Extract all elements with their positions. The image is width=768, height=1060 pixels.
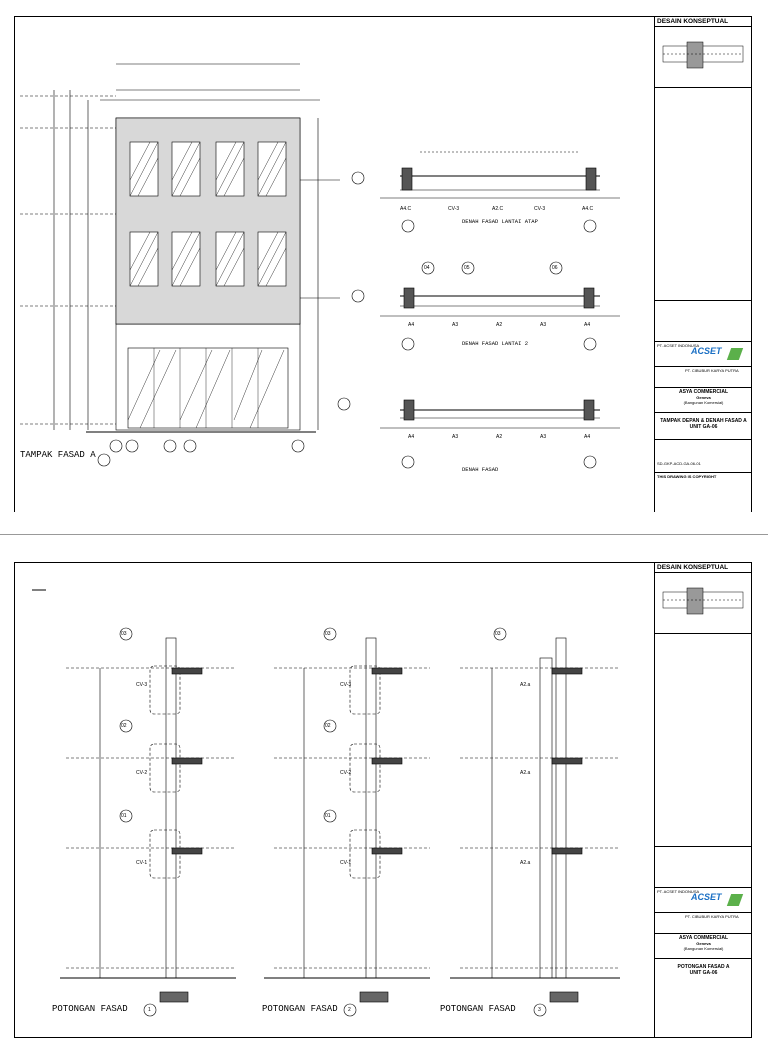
elevation-drawing [20, 63, 620, 469]
detail-bubble-label: 02 [325, 723, 331, 729]
key-plan-icon [662, 41, 744, 69]
section-code: A2.a [520, 860, 531, 866]
project-name: ASYA COMMERCIAL [678, 935, 729, 941]
contractor-block: PT. ACSET INDONUSA ACSET [655, 342, 752, 367]
project-sub2: (Bangunan Komersial) [683, 400, 724, 405]
key-plan [655, 573, 752, 634]
contractor-block: PT. ACSET INDONUSA ACSET [655, 888, 752, 913]
section-code: CV-2 [340, 770, 352, 776]
plan-code: CV-3 [448, 206, 460, 212]
detail-bubble-label: 03 [495, 631, 501, 637]
contractor-label: PT. ACSET INDONUSA [657, 343, 700, 348]
architect-info [655, 847, 752, 888]
key-plan [655, 27, 752, 88]
consultant-label: PT. CIBUBUR KARYA PUTRA [685, 368, 739, 373]
detail-bubble-label: 06 [552, 265, 558, 271]
section-code: CV-3 [136, 682, 148, 688]
detail-bubble-label: 01 [121, 813, 127, 819]
section-number-1: 1 [148, 1007, 151, 1013]
title-block: DESAIN KONSEPTUAL PT. ACSET INDONUSA ACS… [654, 16, 752, 512]
project-block: ASYA COMMERCIAL Geneva (Bangunan Komersi… [655, 388, 752, 413]
plan-code: A3 [540, 434, 547, 440]
section-title-3: POTONGAN FASAD [440, 1004, 516, 1014]
drawing-meta: SD-GKP-ACD-GA-06-01 [655, 440, 752, 473]
drawing-sub: UNIT GA-06 [689, 424, 718, 430]
section-drawing [32, 589, 620, 1017]
key-plan-icon [662, 587, 744, 615]
section-title-1: POTONGAN FASAD [52, 1004, 128, 1014]
plan-code: A4.C [582, 206, 594, 212]
detail-bubble-label: 02 [121, 723, 127, 729]
section-code: CV-2 [136, 770, 148, 776]
section-number-2: 2 [348, 1007, 351, 1013]
consultant-label: PT. CIBUBUR KARYA PUTRA [685, 914, 739, 919]
plan-code: CV-3 [534, 206, 546, 212]
sheet-separator [0, 534, 768, 549]
plan-title-floor1: DENAH FASAD [462, 466, 499, 473]
acset-logo: ACSET [691, 346, 722, 356]
plan-code: A2.C [492, 206, 504, 212]
plan-title-floor2: DENAH FASAD LANTAI 2 [462, 340, 529, 347]
copyright-text: THIS DRAWING IS COPYRIGHT [657, 474, 717, 479]
consultant-block: PT. CIBUBUR KARYA PUTRA [655, 367, 752, 388]
section-number-3: 3 [538, 1007, 541, 1013]
project-sub: Geneva [696, 941, 711, 946]
plan-code: A4 [408, 434, 415, 440]
plan-code: A3 [452, 322, 459, 328]
revision-table [655, 88, 752, 301]
section-code: A2.a [520, 682, 531, 688]
detail-bubble-label: 04 [424, 265, 430, 271]
plan-code: A3 [540, 322, 547, 328]
elevation-title: TAMPAK FASAD A [20, 450, 96, 460]
detail-bubble-label: 03 [121, 631, 127, 637]
consultant-block: PT. CIBUBUR KARYA PUTRA [655, 913, 752, 934]
architect-info [655, 301, 752, 342]
section-code: CV-3 [340, 682, 352, 688]
drawing-title-block: TAMPAK DEPAN & DENAH FASAD A UNIT GA-06 [655, 413, 752, 440]
plan-code: A3 [452, 434, 459, 440]
project-name: ASYA COMMERCIAL [678, 389, 729, 395]
sheet-2: POTONGAN FASAD 1 POTONGAN FASAD 2 POTONG… [0, 548, 768, 1060]
drawing-title: POTONGAN FASAD A [677, 964, 730, 970]
copyright-block: THIS DRAWING IS COPYRIGHT [655, 473, 752, 480]
drawing-title-block: POTONGAN FASAD A UNIT GA-06 [655, 959, 752, 985]
drawing-title: TAMPAK DEPAN & DENAH FASAD A [660, 418, 747, 424]
section-code: CV-1 [136, 860, 148, 866]
project-sub2: (Bangunan Komersial) [683, 946, 724, 951]
acset-logo-icon [726, 894, 744, 906]
drawing-sub: UNIT GA-06 [689, 970, 718, 976]
contractor-label: PT. ACSET INDONUSA [657, 889, 700, 894]
project-block: ASYA COMMERCIAL Geneva (Bangunan Komersi… [655, 934, 752, 959]
revision-table [655, 634, 752, 847]
section-code: A2.a [520, 770, 531, 776]
section-code: CV-1 [340, 860, 352, 866]
plan-title-roof: DENAH FASAD LANTAI ATAP [462, 218, 538, 225]
acset-logo-icon [726, 348, 744, 360]
section-title-2: POTONGAN FASAD [262, 1004, 338, 1014]
plan-code: A4 [584, 434, 591, 440]
detail-bubble-label: 05 [464, 265, 470, 271]
plan-code: A4 [584, 322, 591, 328]
title-block-heading: DESAIN KONSEPTUAL [655, 16, 752, 27]
plan-code: A4 [408, 322, 415, 328]
title-block-heading: DESAIN KONSEPTUAL [655, 562, 752, 573]
detail-bubble-label: 03 [325, 631, 331, 637]
project-sub: Geneva [696, 395, 711, 400]
plan-code: A2 [496, 434, 503, 440]
detail-bubble-label: 01 [325, 813, 331, 819]
acset-logo: ACSET [691, 892, 722, 902]
title-block-2: DESAIN KONSEPTUAL PT. ACSET INDONUSA ACS… [654, 562, 752, 1038]
sheet-1: TAMPAK FASAD A DENAH FASAD LANTAI ATAP D… [0, 0, 768, 512]
sheet-1-frame [14, 16, 752, 512]
plan-code: A2 [496, 322, 503, 328]
drawing-number: SD-GKP-ACD-GA-06-01 [657, 461, 701, 466]
plan-code: A4.C [400, 206, 412, 212]
